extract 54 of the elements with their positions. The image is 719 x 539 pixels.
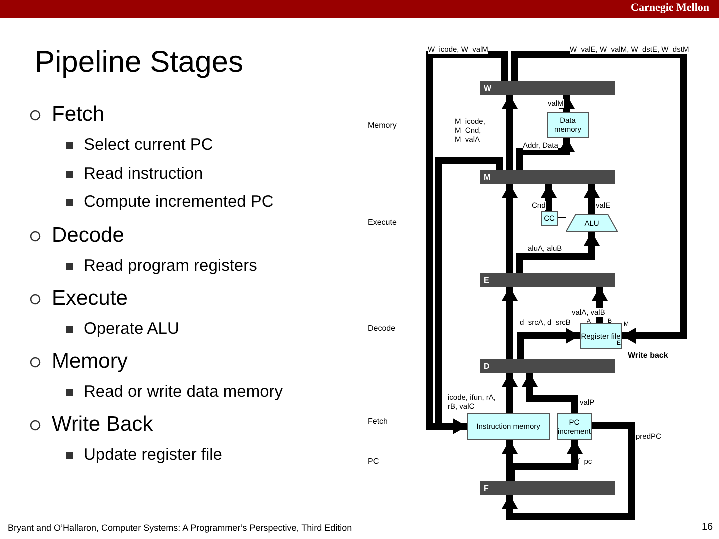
increment-block [557,413,592,440]
sub-bullet-text: Read or write data memory [84,383,283,402]
arrow [541,184,557,211]
memory-block [547,112,589,138]
stage-label: Memory [368,122,397,131]
pipeline-register [480,170,615,184]
alu-block [566,214,618,232]
bullet-text: Write Back [52,413,154,436]
sub-bullet-text: Compute incremented PC [84,193,274,212]
arrow [502,440,518,481]
register-name: D [484,362,490,370]
pipeline-register [480,81,615,95]
arrow [512,52,688,344]
arrow [502,422,636,520]
arrow [436,158,504,434]
sub-bullet-text: Update register file [84,446,222,464]
stage-label: Fetch [368,418,388,427]
register-name: E [484,276,490,284]
stage-label: PC [368,458,380,467]
bullet-text: Fetch [52,103,105,126]
sub-bullet-text: Read program registers [84,257,258,276]
arrow [559,95,575,112]
arrow [502,287,518,359]
sub-bullet-text: Operate ALU [84,320,180,338]
header-text: Carnegie Mellon [631,2,710,14]
sub-bullet-text: Read instruction [84,165,204,184]
stage-label: Execute [368,219,397,228]
pipeline-register [480,273,615,287]
arrow [592,287,608,323]
bullet-text: Execute [52,287,128,310]
footer-citation: Bryant and O’Hallaron, Computer Systems: A Programmer’s Perspective, Third Edition [8,524,352,534]
pipeline-register [480,359,615,373]
register-name: M [484,172,491,182]
bullet-text: Memory [52,350,128,374]
arrow [502,95,518,170]
memory-block [467,413,550,440]
arrow [516,232,600,273]
arrow [518,328,580,359]
pipeline-register [480,481,615,495]
arrow [516,138,575,170]
register-file-block [580,323,622,349]
register-name: F [484,484,489,492]
condition-code-block [541,211,558,226]
slide-title: Pipeline Stages [35,46,244,80]
stage-label: Decode [368,325,396,334]
stage-label: Write back [628,352,668,361]
arrow [584,184,600,214]
arrow [502,373,518,413]
register-name: W [484,84,492,92]
arrow [522,373,578,413]
bullet-text: Decode [52,224,124,248]
sub-bullet-text: Select current PC [84,136,214,154]
page-number: 16 [702,522,714,533]
arrow [502,184,518,273]
